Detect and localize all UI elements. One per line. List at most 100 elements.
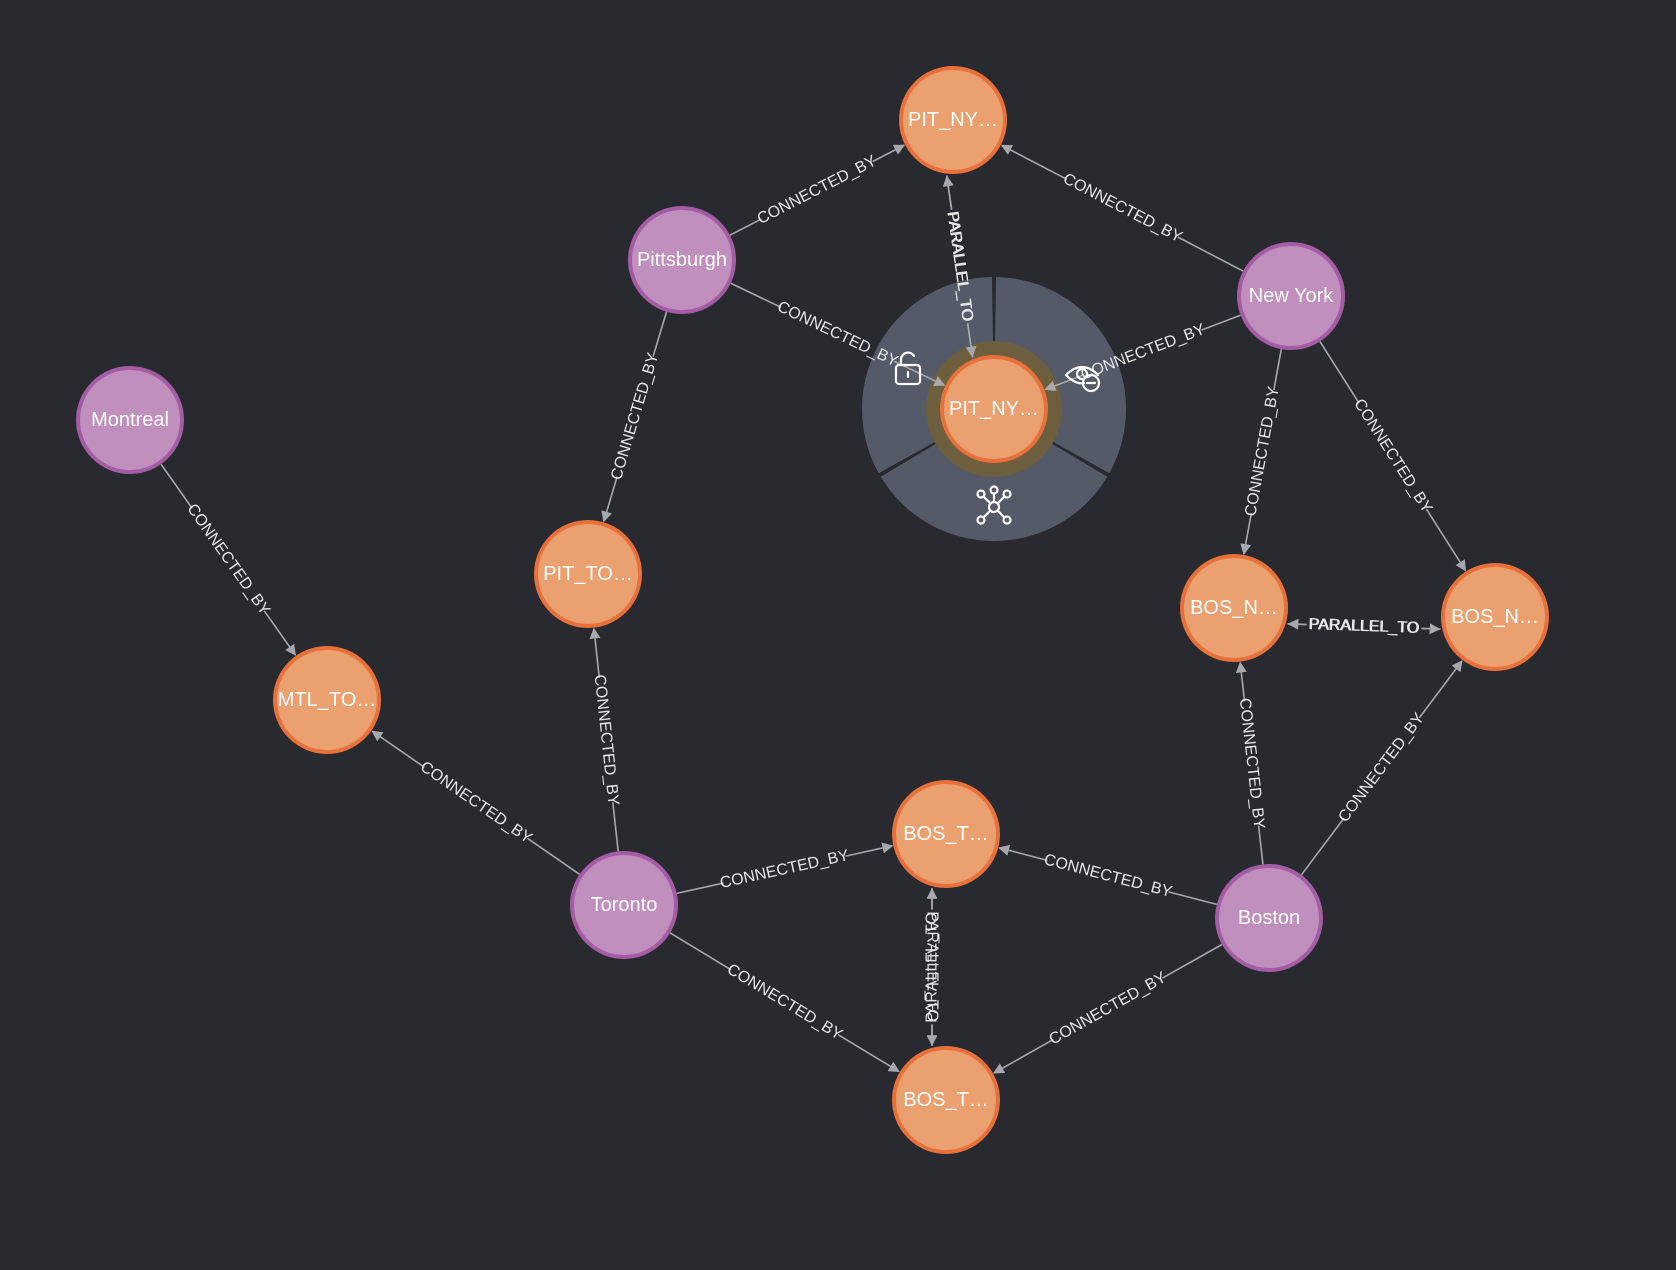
node-circle xyxy=(899,66,1007,174)
city-node-boston[interactable]: Boston xyxy=(1215,864,1323,972)
edge-label-connected-by: CONNECTED_BY xyxy=(183,501,273,619)
edge-label-connected-by: CONNECTED_BY xyxy=(724,961,846,1044)
edge-pittsburgh-pit_ny_a[interactable]: CONNECTED_BY xyxy=(729,144,906,236)
node-label: Boston xyxy=(1238,907,1300,929)
node-circle xyxy=(570,851,678,959)
edge-label-parallel-to: PARALLEL_TO xyxy=(924,911,941,1022)
city-node-toronto[interactable]: Toronto xyxy=(570,851,678,959)
edge-arrow xyxy=(1421,623,1441,635)
connection-node-bos-t-b[interactable]: BOS_T… xyxy=(892,1046,1000,1154)
edge-line xyxy=(1300,817,1345,876)
city-node-pittsburgh[interactable]: Pittsburgh xyxy=(628,206,736,314)
node-label: Montreal xyxy=(91,409,169,431)
connection-node-pit-ny-b[interactable]: PIT_NY… xyxy=(940,355,1048,463)
edge-toronto-pit_to[interactable]: CONNECTED_BY xyxy=(589,627,622,852)
edge-label-parallel-to: PARALLEL_TO xyxy=(924,912,941,1023)
edge-label-connected-by: CONNECTED_BY xyxy=(1350,396,1435,516)
node-label: BOS_T… xyxy=(903,823,989,845)
node-label: Pittsburgh xyxy=(637,249,727,271)
edge-line xyxy=(1319,341,1360,404)
node-label: BOS_N… xyxy=(1451,606,1539,628)
node-label: BOS_T… xyxy=(903,1089,989,1111)
edge-bos_n_a-bos_n_b[interactable]: PARALLEL_TO xyxy=(1287,616,1441,637)
edge-line xyxy=(652,311,668,357)
edge-line xyxy=(967,324,974,358)
edge-new_york-pit_ny_a[interactable]: CONNECTED_BY xyxy=(1000,144,1244,272)
edge-arrow xyxy=(1418,660,1463,719)
edge-line xyxy=(1162,943,1223,979)
edge-line xyxy=(526,837,581,875)
edge-line xyxy=(1287,623,1306,626)
connection-node-mtl-to[interactable]: MTL_TO… xyxy=(273,646,381,754)
edge-label-connected-by: CONNECTED_BY xyxy=(1042,851,1174,901)
edge-label-parallel-to: PARALLEL_TO xyxy=(1309,616,1420,637)
edge-arrow xyxy=(371,730,425,768)
edge-label-connected-by: CONNECTED_BY xyxy=(417,758,535,847)
edge-arrow xyxy=(998,845,1048,862)
edge-new_york-bos_n_a[interactable]: CONNECTED_BY xyxy=(1240,348,1283,555)
edge-toronto-mtl_to[interactable]: CONNECTED_BY xyxy=(371,730,581,875)
edge-boston-bos_t_b[interactable]: CONNECTED_BY xyxy=(992,943,1223,1074)
node-label: PIT_NY… xyxy=(949,398,1039,420)
city-node-new-york[interactable]: New York xyxy=(1237,242,1345,350)
edge-boston-bos_n_b[interactable]: CONNECTED_BY xyxy=(1300,660,1463,876)
connection-node-bos-n-a[interactable]: BOS_N… xyxy=(1180,554,1288,662)
edge-arrow xyxy=(263,610,297,656)
edge-label-connected-by: CONNECTED_BY xyxy=(1335,710,1428,826)
connection-node-bos-t-a[interactable]: BOS_T… xyxy=(892,780,1000,888)
node-circle xyxy=(534,520,642,628)
edge-arrow xyxy=(601,476,618,523)
edge-arrow xyxy=(1235,661,1247,702)
node-circle xyxy=(1215,864,1323,972)
node-circle xyxy=(628,206,736,314)
edge-boston-bos_n_a[interactable]: CONNECTED_BY xyxy=(1235,661,1268,865)
edge-label-parallel-to: PARALLEL_TO xyxy=(1308,616,1419,637)
node-label: Toronto xyxy=(591,894,658,916)
edge-arrow xyxy=(837,1033,900,1073)
edge-line xyxy=(1168,891,1217,906)
expand-graph-icon[interactable] xyxy=(976,485,1012,525)
edge-pittsburgh-pit_to[interactable]: CONNECTED_BY xyxy=(601,311,668,523)
connection-node-pit-ny-a[interactable]: PIT_NY… xyxy=(899,66,1007,174)
edge-arrow xyxy=(872,144,906,163)
connection-node-bos-n-b[interactable]: BOS_N… xyxy=(1441,563,1549,671)
node-label: New York xyxy=(1249,285,1334,307)
edge-line xyxy=(1257,825,1264,865)
connection-node-pit-to[interactable]: PIT_TO… xyxy=(534,520,642,628)
edge-toronto-bos_t_b[interactable]: CONNECTED_BY xyxy=(669,932,900,1073)
edge-bos_t_b-bos_t_a[interactable]: PARALLEL_TO xyxy=(924,887,941,1046)
edge-label-connected-by: CONNECTED_BY xyxy=(718,847,850,892)
edge-label-connected-by: CONNECTED_BY xyxy=(1060,170,1185,246)
edge-label-connected-by: CONNECTED_BY xyxy=(755,152,880,228)
edge-arrow xyxy=(1000,144,1068,181)
edge-line xyxy=(1273,348,1283,391)
edge-line xyxy=(669,932,732,971)
node-circle xyxy=(1441,563,1549,671)
edge-line xyxy=(1177,236,1244,272)
edge-label-connected-by: CONNECTED_BY xyxy=(775,298,901,370)
edge-label-connected-by: CONNECTED_BY xyxy=(590,674,621,807)
node-circle xyxy=(273,646,381,754)
edge-label-connected-by: CONNECTED_BY xyxy=(1236,697,1268,830)
edge-arrow xyxy=(942,175,954,210)
edge-toronto-bos_t_a[interactable]: CONNECTED_BY xyxy=(676,842,894,895)
node-circle xyxy=(892,1046,1000,1154)
edge-montreal-mtl_to[interactable]: CONNECTED_BY xyxy=(160,463,297,656)
node-label: PIT_NY… xyxy=(908,109,998,131)
edge-line xyxy=(160,463,193,509)
node-circle xyxy=(892,780,1000,888)
context-menu-icons xyxy=(894,351,1101,525)
unlock-icon[interactable] xyxy=(894,351,922,386)
edge-arrow xyxy=(992,1038,1054,1074)
edge-boston-bos_t_a[interactable]: CONNECTED_BY xyxy=(998,845,1217,906)
edge-label-connected-by: CONNECTED_BY xyxy=(608,351,662,482)
city-node-montreal[interactable]: Montreal xyxy=(76,366,184,474)
node-circle xyxy=(76,366,184,474)
edge-line xyxy=(676,882,724,895)
hide-icon[interactable] xyxy=(1064,365,1101,393)
edge-new_york-bos_n_b[interactable]: CONNECTED_BY xyxy=(1319,341,1467,572)
edge-line xyxy=(1201,314,1241,331)
edge-line xyxy=(729,218,762,236)
